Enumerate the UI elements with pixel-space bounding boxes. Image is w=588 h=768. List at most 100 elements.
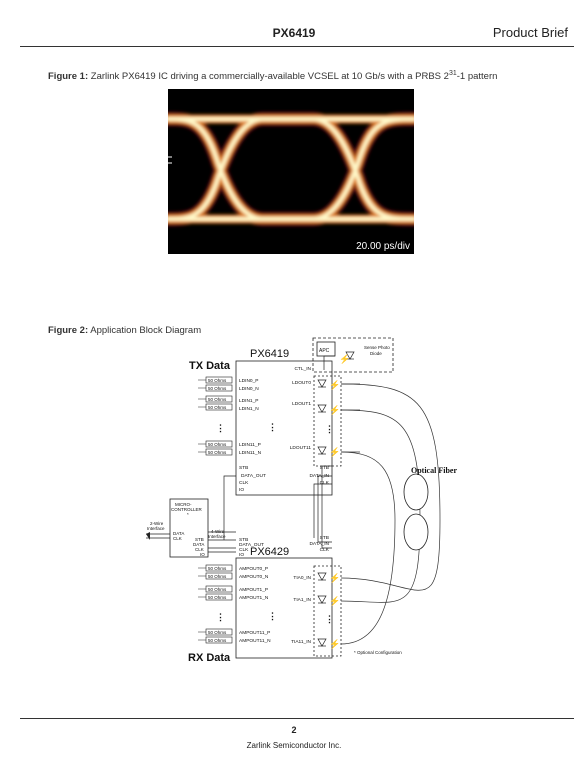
optical-fiber-label: Optical Fiber — [411, 466, 457, 475]
pin-ampout1-n: AMPOUT1_N — [239, 595, 269, 601]
pin-tia1-in: TIA1_IN — [293, 597, 311, 603]
pin-rx-stb-r: STB — [320, 535, 329, 541]
svg-text:⚡: ⚡ — [329, 446, 340, 458]
pin-rx-stb: STB — [239, 537, 248, 543]
ohm-label: 50 Ohms — [208, 574, 227, 579]
mc-port-data: DATA — [193, 542, 204, 547]
laser-diodes — [317, 351, 355, 647]
laser-bank — [313, 375, 342, 467]
figure2-text: Application Block Diagram — [90, 325, 202, 336]
pin-rx-io: IO — [239, 552, 244, 558]
emission-arrows: ⚡⚡⚡ ⚡⚡⚡ ⚡ — [329, 353, 350, 650]
figure1-text: Zarlink PX6419 IC driving a commercially… — [90, 71, 449, 83]
px6429-chip — [235, 557, 333, 659]
pin-ampout0-n: AMPOUT0_N — [239, 574, 269, 580]
tx-resistor-group — [198, 376, 233, 456]
rx-resistor-group — [198, 564, 233, 644]
fiber-lines — [340, 383, 441, 645]
pin-tia0-in: TIA0_IN — [293, 575, 311, 581]
pin-ldin0-n: LDIN0_N — [239, 386, 259, 392]
page-header-label: Product Brief — [492, 25, 568, 40]
control-wiring — [146, 355, 335, 553]
ohm-label: 50 Ohms — [208, 442, 227, 447]
pin-rx-clk: CLK — [239, 547, 249, 553]
apc-label: APC — [319, 348, 330, 354]
pin-tx-clk: CLK — [239, 480, 249, 486]
mc-port-stb: STB — [195, 537, 204, 542]
pin-tx-data-out: DATA_OUT — [241, 473, 266, 479]
two-wire-arrow — [146, 532, 150, 540]
rx-data-label: RX Data — [188, 652, 231, 664]
photodiode-bank — [313, 565, 342, 657]
fiber-connector-top — [403, 473, 429, 511]
ellipsis: ⋮ — [325, 614, 334, 624]
company-name: Zarlink Semiconductor Inc. — [246, 741, 342, 750]
mc-port-clk: CLK — [195, 547, 204, 552]
ohm-label: 50 Ohms — [208, 595, 227, 600]
pin-tx-stb: STB — [239, 465, 248, 471]
pin-tx-clk-r: CLK — [320, 480, 330, 486]
ellipsis: ⋮ — [268, 422, 277, 432]
pin-rx-clk-r: CLK — [320, 547, 330, 553]
pin-ldout0: LDOUT0 — [292, 380, 311, 386]
mc-port-io: IO — [200, 552, 205, 557]
pin-ldin0-p: LDIN0_P — [239, 378, 258, 384]
ohm-label: 50 Ohms — [208, 450, 227, 455]
ohm-label: 50 Ohms — [208, 405, 227, 410]
figure2-label: Figure 2: — [48, 325, 89, 336]
ellipsis: ⋮ — [216, 423, 225, 433]
fiber-connector-bottom — [403, 513, 429, 551]
ellipsis: ⋮ — [325, 424, 334, 434]
four-wire-label-2: Interface — [208, 534, 226, 539]
micro-label-2: CONTROLLER — [171, 507, 203, 512]
optional-config-note: * Optional Configuration — [354, 650, 402, 655]
ohm-label: 50 Ohms — [208, 566, 227, 571]
sense-label: Sense Photo — [364, 345, 390, 350]
mc-data-label: DATA — [173, 531, 184, 536]
svg-text:⚡: ⚡ — [339, 353, 350, 365]
pin-tx-io: IO — [239, 487, 244, 493]
header-rule — [20, 46, 574, 47]
two-wire-label-2: Interface — [147, 526, 165, 531]
pin-tx-data-in: DATA_IN — [309, 473, 329, 479]
figure1-caption: Figure 1: Zarlink PX6419 IC driving a co… — [48, 70, 497, 82]
ellipsis: ⋮ — [216, 612, 225, 622]
pin-ldin1-n: LDIN1_N — [239, 406, 259, 412]
svg-text:⚡: ⚡ — [329, 638, 340, 650]
px6429-label: PX6429 — [250, 546, 289, 558]
apc-region — [312, 337, 394, 373]
pin-ldin11-n: LDIN11_N — [239, 450, 262, 456]
footer-rule — [20, 718, 574, 719]
diode-label: Diode — [370, 351, 382, 356]
figure2-caption: Figure 2: Application Block Diagram — [48, 325, 201, 336]
svg-text:⚡: ⚡ — [329, 595, 340, 607]
ellipsis: ⋮ — [268, 611, 277, 621]
ohm-label: 50 Ohms — [208, 638, 227, 643]
svg-text:⚡: ⚡ — [329, 379, 340, 391]
pin-ampout11-p: AMPOUT11_P — [239, 630, 270, 636]
pin-ctl-in: CTL_IN — [294, 366, 311, 372]
micro-label-1: MICRO- — [175, 502, 192, 507]
pin-ampout1-p: AMPOUT1_P — [239, 587, 268, 593]
px6419-chip — [235, 360, 333, 496]
four-wire-label-1: 4-Wire — [211, 529, 225, 534]
svg-text:⚡: ⚡ — [329, 572, 340, 584]
pin-ldout1: LDOUT1 — [292, 401, 311, 407]
tx-data-label: TX Data — [189, 360, 231, 372]
ohm-label: 50 Ohms — [208, 397, 227, 402]
pin-rx-data-in: DATA_IN — [309, 541, 329, 547]
ohm-label: 50 Ohms — [208, 378, 227, 383]
pin-ldout11: LDOUT11 — [290, 445, 312, 451]
pin-ldin11-p: LDIN11_P — [239, 442, 261, 448]
eye-scale-label: 20.00 ps/div — [356, 241, 410, 252]
pin-ampout0-p: AMPOUT0_P — [239, 566, 268, 572]
pin-tx-stb-r: STB — [320, 465, 329, 471]
page-header-title: PX6419 — [272, 26, 316, 40]
pin-ampout11-n: AMPOUT11_N — [239, 638, 271, 644]
px6419-label: PX6419 — [250, 348, 289, 360]
ohm-label: 50 Ohms — [208, 386, 227, 391]
ohm-label: 50 Ohms — [208, 630, 227, 635]
figure1-label: Figure 1: — [48, 71, 89, 83]
figure1-sup: 31 — [448, 70, 457, 77]
